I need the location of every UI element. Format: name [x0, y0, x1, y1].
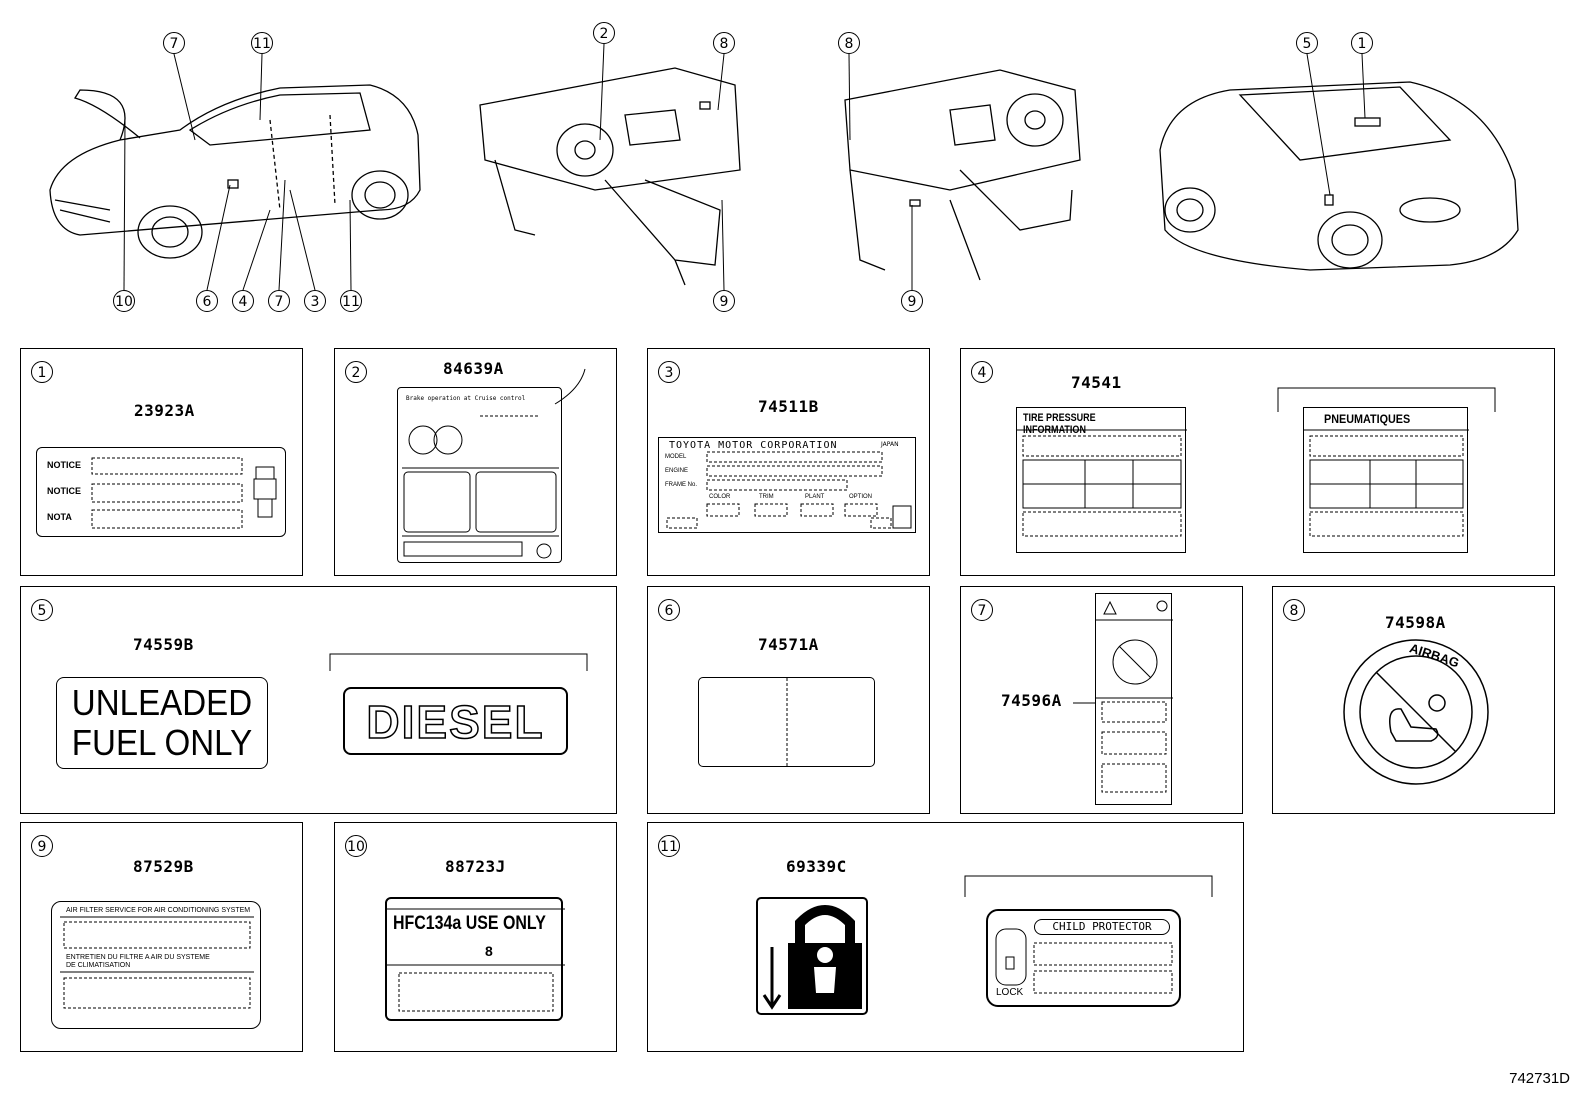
- diesel-text: DIESEL: [366, 695, 545, 749]
- pneu-title: PNEUMATIQUES: [1324, 412, 1411, 426]
- callout-front-11b: 11: [340, 290, 362, 312]
- airbag-seal: AIRBAG: [1343, 639, 1489, 785]
- callout-front-7b: 7: [268, 290, 290, 312]
- part-number: 23923A: [134, 401, 195, 420]
- row-model: MODEL: [665, 454, 687, 460]
- unleaded-line-2: FUEL ONLY: [71, 722, 253, 763]
- alt-bracket: [964, 875, 1213, 897]
- rear-car-illustration: [1159, 81, 1519, 271]
- part-number: 84639A: [443, 359, 504, 378]
- callout-rhd-9: 9: [901, 290, 923, 312]
- airbag-warning-label: [1095, 593, 1173, 805]
- notice-label: NOTICE NOTICE NOTA: [36, 447, 286, 537]
- part-number: 74596A: [1001, 691, 1062, 710]
- panel-10: 10 88723J HFC134a USE ONLY 8: [334, 822, 617, 1052]
- panel-number: 8: [1283, 599, 1305, 621]
- child-protector-title: CHILD PROTECTOR: [1034, 919, 1170, 935]
- attachment-string: [554, 368, 586, 405]
- alt-bracket: [1277, 387, 1496, 412]
- connector-icon: [253, 466, 277, 518]
- hfc-main: HFC134a USE ONLY: [393, 913, 546, 934]
- col-option: OPTION: [849, 494, 873, 500]
- tire-pressure-label: TIRE PRESSURE INFORMATION: [1016, 407, 1187, 553]
- figure-code: 742731D: [1509, 1070, 1570, 1087]
- part-number: 74541: [1071, 373, 1122, 392]
- panel-number: 11: [658, 835, 680, 857]
- row-frame: FRAME No.: [665, 482, 698, 488]
- notice-line-2: NOTICE: [47, 486, 82, 496]
- panel-number: 2: [345, 361, 367, 383]
- alt-bracket: [329, 653, 588, 671]
- callout-front-3: 3: [304, 290, 326, 312]
- part-number: 74571A: [758, 635, 819, 654]
- panel-3: 3 74511B TOYOTA MOTOR CORPORATION JAPAN …: [647, 348, 930, 576]
- callout-front-7: 7: [163, 32, 185, 54]
- lock-text: LOCK: [996, 987, 1024, 998]
- panel-5: 5 74559B UNLEADED FUEL ONLY DIESEL: [20, 586, 617, 814]
- unleaded-line-1: UNLEADED: [71, 682, 253, 723]
- callout-front-11: 11: [251, 32, 273, 54]
- panel-number: 1: [31, 361, 53, 383]
- label-header: Brake operation at Cruise control: [406, 395, 526, 402]
- panel-8: 8 74598A AIRBAG: [1272, 586, 1555, 814]
- panel-number: 4: [971, 361, 993, 383]
- leader: [1073, 702, 1095, 704]
- col-plant: PLANT: [805, 494, 825, 500]
- panel-number: 7: [971, 599, 993, 621]
- hfc-label: HFC134a USE ONLY 8: [385, 897, 565, 1021]
- part-number: 88723J: [445, 857, 506, 876]
- callout-lhd-2: 2: [593, 22, 615, 44]
- callout-front-4: 4: [232, 290, 254, 312]
- panel-4: 4 74541 TIRE PRESSURE INFORMATION PNEUMA…: [960, 348, 1555, 576]
- front-car-illustration: [49, 84, 421, 259]
- cruise-control-label: Brake operation at Cruise control: [397, 387, 562, 563]
- hfc-sub: 8: [485, 943, 493, 959]
- air-filter-line-1: AIR FILTER SERVICE FOR AIR CONDITIONING …: [66, 907, 251, 914]
- pneumatiques-label: PNEUMATIQUES: [1303, 407, 1469, 553]
- callout-lhd-8: 8: [713, 32, 735, 54]
- col-trim: TRIM: [759, 494, 774, 500]
- part-number: 74598A: [1385, 613, 1446, 632]
- plate-country: JAPAN: [881, 441, 899, 448]
- panel-number: 9: [31, 835, 53, 857]
- diesel-label: DIESEL: [343, 687, 568, 755]
- air-filter-line-3: DE CLIMATISATION: [66, 962, 131, 969]
- air-filter-label: AIR FILTER SERVICE FOR AIR CONDITIONING …: [51, 901, 261, 1029]
- panel-11: 11 69339C CHILD PROTECTOR LOCK: [647, 822, 1244, 1052]
- panel-1: 1 23923A NOTICE NOTICE NOTA: [20, 348, 303, 576]
- panel-6: 6 74571A: [647, 586, 930, 814]
- child-lock-icon: [756, 897, 868, 1015]
- air-filter-line-2: ENTRETIEN DU FILTRE A AIR DU SYSTEME: [66, 954, 210, 961]
- part-number: 74559B: [133, 635, 194, 654]
- child-protector-label: CHILD PROTECTOR LOCK: [986, 909, 1181, 1007]
- vin-plate: TOYOTA MOTOR CORPORATION JAPAN MODEL ENG…: [658, 437, 916, 533]
- callout-front-6: 6: [196, 290, 218, 312]
- unleaded-label: UNLEADED FUEL ONLY: [56, 677, 268, 769]
- blank-label: [698, 677, 875, 768]
- plate-title: TOYOTA MOTOR CORPORATION: [669, 440, 838, 451]
- panel-number: 3: [658, 361, 680, 383]
- leader-lines: [123, 43, 1366, 291]
- panel-7: 7 74596A: [960, 586, 1243, 814]
- part-number: 74511B: [758, 397, 819, 416]
- callout-lhd-9: 9: [713, 290, 735, 312]
- callout-rhd-8: 8: [838, 32, 860, 54]
- panel-9: 9 87529B AIR FILTER SERVICE FOR AIR COND…: [20, 822, 303, 1052]
- callout-rear-5: 5: [1296, 32, 1318, 54]
- part-number: 87529B: [133, 857, 194, 876]
- notice-line-1: NOTICE: [47, 460, 82, 470]
- panel-number: 5: [31, 599, 53, 621]
- panel-number: 6: [658, 599, 680, 621]
- panel-number: 10: [345, 835, 367, 857]
- lhd-dashboard-illustration: [479, 67, 741, 286]
- panel-2: 2 84639A Brake operation at Cruise contr…: [334, 348, 617, 576]
- callout-rear-1: 1: [1351, 32, 1373, 54]
- notice-line-3: NOTA: [47, 512, 72, 522]
- col-color: COLOR: [709, 494, 731, 500]
- callout-front-10: 10: [113, 290, 135, 312]
- row-engine: ENGINE: [665, 468, 689, 474]
- airbag-ring-text: AIRBAG: [1408, 640, 1461, 670]
- part-number: 69339C: [786, 857, 847, 876]
- rhd-dashboard-illustration: [844, 69, 1081, 281]
